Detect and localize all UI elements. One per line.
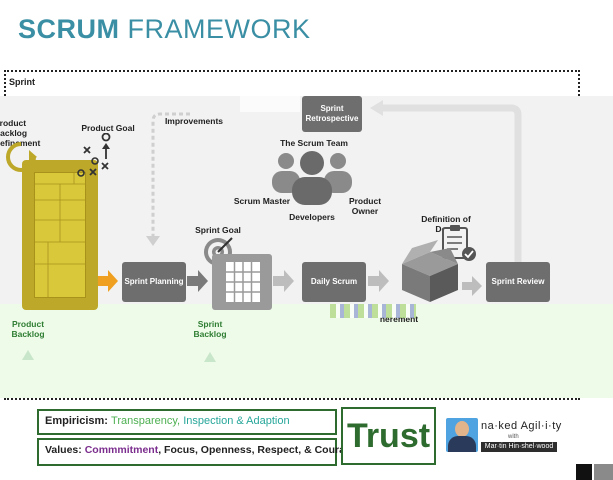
values-label: Values: — [45, 444, 82, 456]
loop-arrow-head — [370, 100, 383, 116]
product-goal-icon — [77, 133, 111, 177]
developers-label: Developers — [289, 212, 335, 222]
backlog-to-daily-arrow — [273, 270, 294, 292]
corner-square-grey — [594, 464, 613, 480]
sprint-backlog-grid — [226, 262, 260, 302]
daily-scrum-box: Daily Scrum — [302, 262, 366, 302]
product-goal-label: Product Goal — [81, 123, 135, 133]
empiricism-value-inspection: Inspection & Adaption — [183, 415, 290, 427]
scrum-master-label: Scrum Master — [233, 196, 291, 206]
values-rest: , Focus, Openness, Respect, & Courage — [158, 444, 358, 456]
daily-to-increment-arrow — [368, 270, 389, 292]
improvements-label: Improvements — [164, 116, 224, 126]
render-artifact — [330, 304, 416, 318]
increment-box-icon — [402, 240, 458, 302]
values-commitment: Commmitment — [84, 444, 159, 456]
brand-name: na·ked Agil·i·ty — [481, 420, 562, 432]
checklist-icon — [442, 225, 476, 261]
improvements-arrow-head — [146, 236, 160, 246]
brand-author: Mar·tin Hin·shel·wood — [481, 442, 557, 452]
sprint-label: Sprint — [9, 77, 35, 87]
product-backlog-marker — [22, 350, 34, 360]
author-avatar — [446, 418, 478, 452]
sprint-planning-box: Sprint Planning — [122, 262, 186, 302]
empiricism-value-transparency: Transparency, — [111, 415, 181, 427]
brand-with: with — [508, 434, 519, 440]
green-background-panel — [0, 304, 613, 398]
scrum-team-label: The Scrum Team — [280, 138, 348, 148]
sprint-backlog-marker — [204, 352, 216, 362]
trust-label: Trust — [346, 416, 431, 455]
empiricism-label: Empiricism: — [45, 415, 108, 427]
values-box: Values: Commmitment, Focus, Openness, Re… — [37, 438, 357, 466]
sprint-goal-label: Sprint Goal — [195, 225, 241, 235]
product-backlog-grid — [34, 172, 86, 298]
title-bold: SCRUM — [18, 14, 120, 44]
panel-strip — [240, 96, 300, 112]
title-rest: FRAMEWORK — [127, 14, 311, 44]
daily-scrum-label: Daily Scrum — [310, 277, 358, 286]
product-backlog-label: Product Backlog — [11, 319, 45, 339]
sprint-backlog-label: Sprint Backlog — [193, 319, 227, 339]
sprint-planning-label: Sprint Planning — [124, 277, 184, 286]
planning-to-backlog-arrow — [187, 270, 208, 292]
improvements-arrow — [151, 112, 190, 236]
trust-box: Trust — [341, 407, 436, 465]
sprint-review-label: Sprint Review — [491, 277, 545, 286]
loop-arrow-path — [378, 104, 522, 262]
corner-square-dark — [576, 464, 592, 480]
sprint-retrospective-box: Sprint Retrospective — [302, 96, 362, 132]
scrum-team-icon — [272, 151, 352, 205]
sprint-retrospective-label: Sprint Retrospective — [305, 104, 359, 123]
increment-label: nerement — [379, 314, 419, 324]
sprint-review-box: Sprint Review — [486, 262, 550, 302]
product-owner-label: Product Owner — [348, 196, 382, 216]
increment-to-review-arrow — [462, 276, 482, 296]
page-title: SCRUM FRAMEWORK — [18, 14, 311, 45]
empiricism-box: Empiricism: Transparency, Inspection & A… — [37, 409, 337, 435]
backlog-to-planning-arrow — [98, 270, 118, 292]
